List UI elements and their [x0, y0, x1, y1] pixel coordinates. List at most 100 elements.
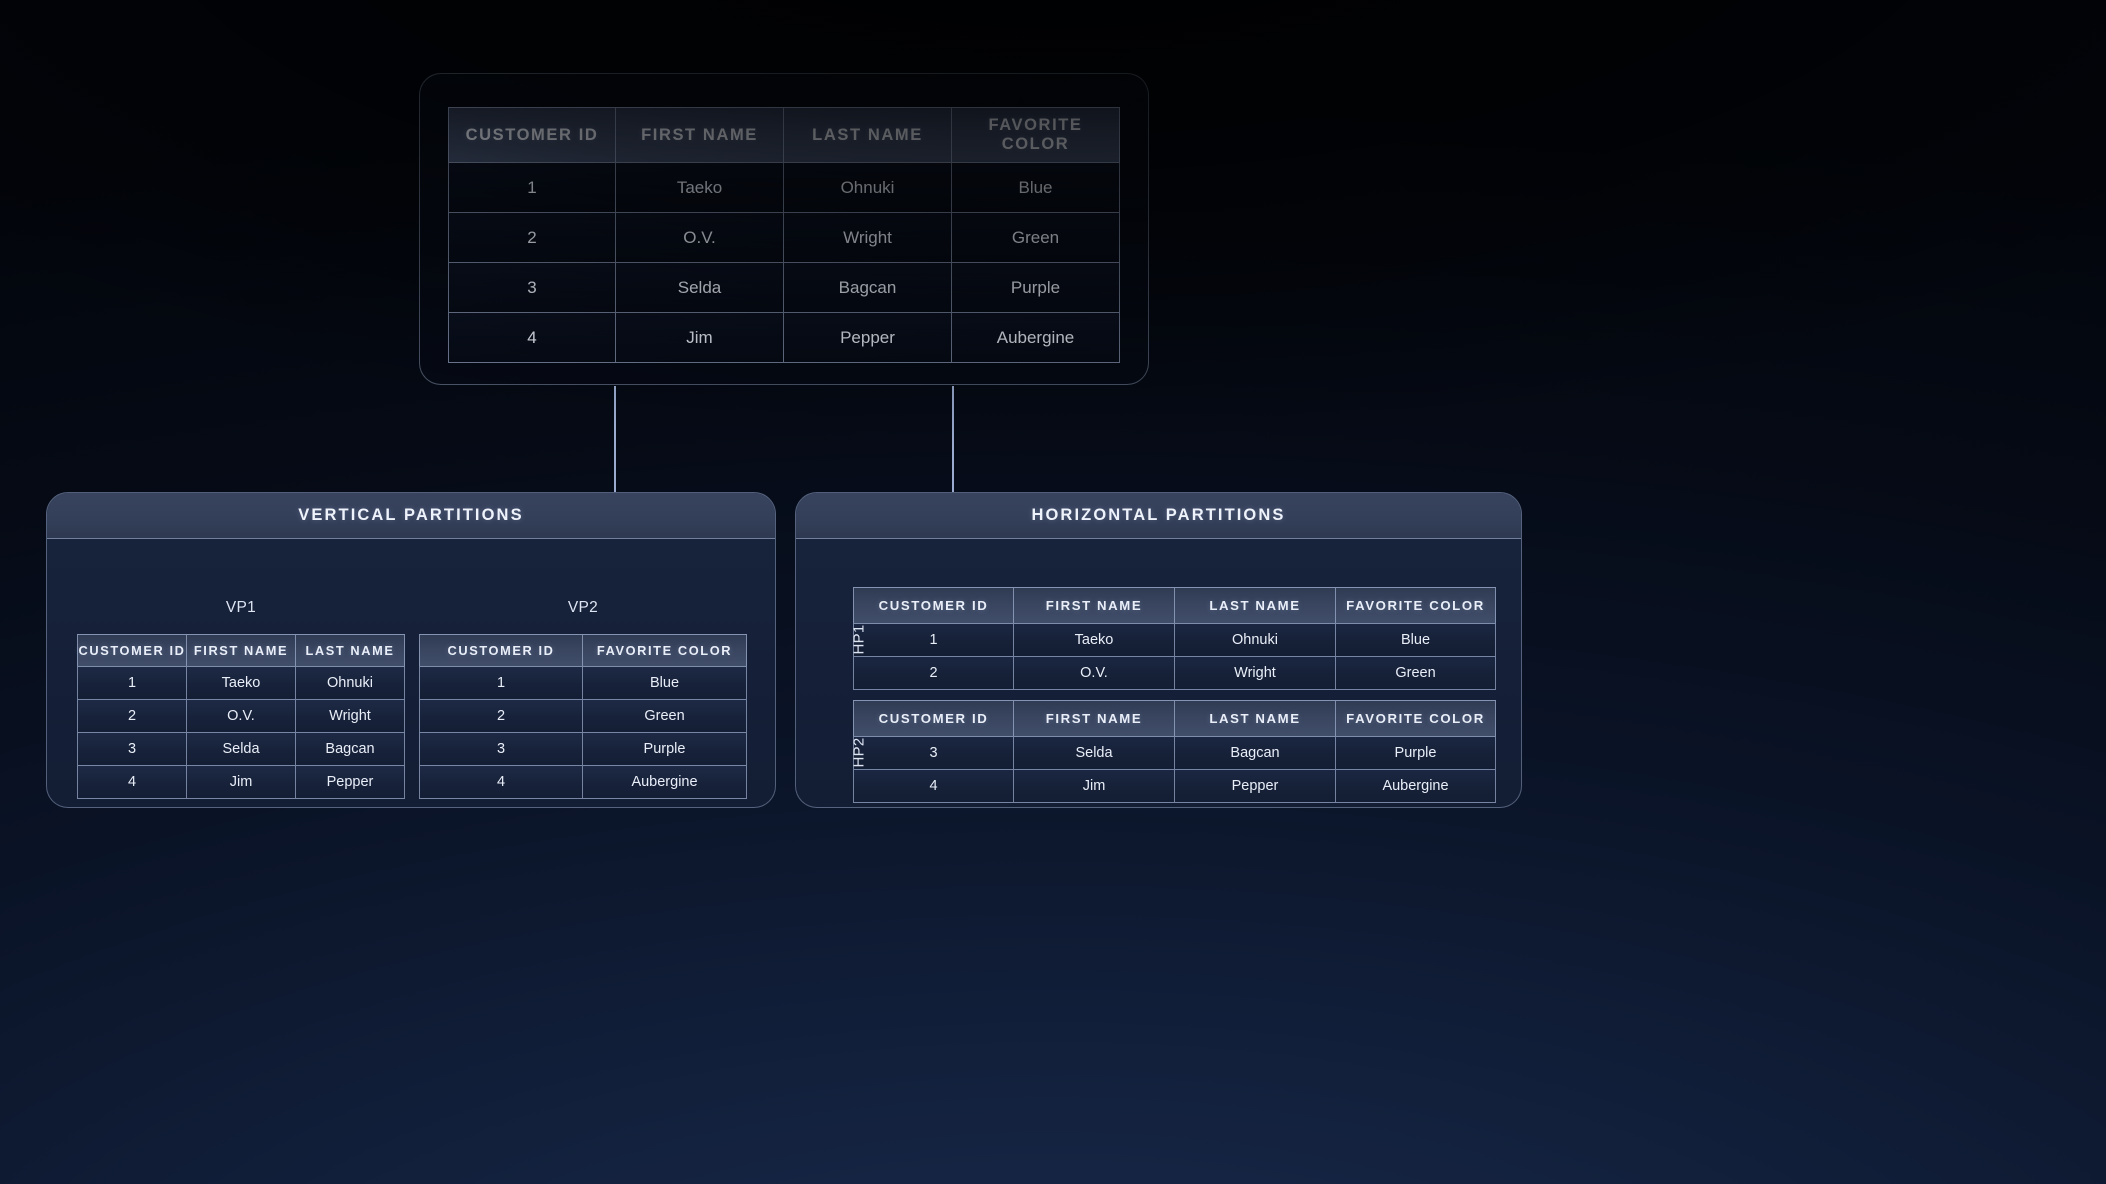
table-cell: 3 — [448, 263, 616, 313]
table-cell: Pepper — [784, 313, 952, 363]
source-table-panel: CUSTOMER ID FIRST NAME LAST NAME FAVORIT… — [419, 73, 1149, 385]
hp1-table: CUSTOMER ID FIRST NAME LAST NAME FAVORIT… — [853, 587, 1496, 690]
table-cell: Aubergine — [952, 313, 1120, 363]
horizontal-partitions-panel: HORIZONTAL PARTITIONS HP1 CUSTOMER ID FI… — [795, 492, 1522, 808]
table-cell: 4 — [419, 766, 583, 799]
table-header-row: CUSTOMER ID FAVORITE COLOR — [419, 634, 747, 667]
table-row: 4 Jim Pepper — [77, 766, 405, 799]
column-header: FAVORITE COLOR — [952, 107, 1120, 163]
column-header: CUSTOMER ID — [448, 107, 616, 163]
vp1-caption: VP1 — [225, 599, 257, 616]
table-cell: O.V. — [1014, 657, 1175, 690]
column-header: CUSTOMER ID — [77, 634, 187, 667]
table-cell: 1 — [448, 163, 616, 213]
vp1-table: CUSTOMER ID FIRST NAME LAST NAME 1 Taeko… — [77, 634, 405, 799]
table-cell: Green — [583, 700, 747, 733]
table-header-row: CUSTOMER ID FIRST NAME LAST NAME FAVORIT… — [448, 107, 1120, 163]
column-header: FAVORITE COLOR — [1336, 700, 1496, 737]
vp2-caption: VP2 — [567, 599, 599, 616]
table-cell: Bagcan — [296, 733, 405, 766]
table-cell: Jim — [1014, 770, 1175, 803]
table-cell: Aubergine — [1336, 770, 1496, 803]
vertical-partitions-panel: VERTICAL PARTITIONS VP1 CUSTOMER ID FIRS… — [46, 492, 776, 808]
hp2-block: HP2 CUSTOMER ID FIRST NAME LAST NAME FAV… — [850, 700, 1496, 803]
table-cell: 2 — [419, 700, 583, 733]
column-header: FIRST NAME — [1014, 700, 1175, 737]
table-cell: Selda — [187, 733, 296, 766]
table-cell: O.V. — [187, 700, 296, 733]
vertical-partitions-body: VP1 CUSTOMER ID FIRST NAME LAST NAME 1 T… — [47, 539, 775, 807]
table-cell: 1 — [419, 667, 583, 700]
horizontal-partitions-title: HORIZONTAL PARTITIONS — [796, 493, 1521, 539]
table-cell: Taeko — [616, 163, 784, 213]
table-cell: 2 — [448, 213, 616, 263]
table-row: 1 Blue — [419, 667, 747, 700]
table-cell: Wright — [296, 700, 405, 733]
hp2-label: HP2 — [850, 737, 868, 768]
table-row: 2 O.V. Wright Green — [853, 657, 1496, 690]
table-cell: Selda — [616, 263, 784, 313]
table-cell: 4 — [77, 766, 187, 799]
table-cell: 4 — [448, 313, 616, 363]
table-cell: 1 — [853, 624, 1014, 657]
table-cell: O.V. — [616, 213, 784, 263]
hp1-label: HP1 — [850, 624, 868, 655]
table-row: 1 Taeko Ohnuki — [77, 667, 405, 700]
hp2-table: CUSTOMER ID FIRST NAME LAST NAME FAVORIT… — [853, 700, 1496, 803]
vp2-table: CUSTOMER ID FAVORITE COLOR 1 Blue 2 Gree… — [419, 634, 747, 799]
table-cell: Purple — [1336, 737, 1496, 770]
table-cell: Ohnuki — [296, 667, 405, 700]
table-cell: 3 — [77, 733, 187, 766]
column-header: CUSTOMER ID — [419, 634, 583, 667]
table-row: 1 Taeko Ohnuki Blue — [853, 624, 1496, 657]
table-header-row: CUSTOMER ID FIRST NAME LAST NAME — [77, 634, 405, 667]
column-header: FIRST NAME — [187, 634, 296, 667]
source-table: CUSTOMER ID FIRST NAME LAST NAME FAVORIT… — [448, 107, 1120, 363]
table-cell: Pepper — [1175, 770, 1336, 803]
table-row: 4 Jim Pepper Aubergine — [853, 770, 1496, 803]
column-header: CUSTOMER ID — [853, 587, 1014, 624]
table-cell: Purple — [583, 733, 747, 766]
table-cell: 3 — [853, 737, 1014, 770]
table-cell: Taeko — [1014, 624, 1175, 657]
table-cell: 1 — [77, 667, 187, 700]
vertical-partitions-title: VERTICAL PARTITIONS — [47, 493, 775, 539]
table-row: 4 Jim Pepper Aubergine — [448, 313, 1120, 363]
table-cell: Ohnuki — [1175, 624, 1336, 657]
table-cell: Ohnuki — [784, 163, 952, 213]
table-cell: 2 — [853, 657, 1014, 690]
column-header: FAVORITE COLOR — [583, 634, 747, 667]
table-cell: Green — [952, 213, 1120, 263]
table-cell: Aubergine — [583, 766, 747, 799]
table-cell: Jim — [616, 313, 784, 363]
table-row: 1 Taeko Ohnuki Blue — [448, 163, 1120, 213]
table-row: 2 O.V. Wright — [77, 700, 405, 733]
table-cell: Green — [1336, 657, 1496, 690]
table-cell: Bagcan — [784, 263, 952, 313]
table-cell: Taeko — [187, 667, 296, 700]
table-row: 4 Aubergine — [419, 766, 747, 799]
table-header-row: CUSTOMER ID FIRST NAME LAST NAME FAVORIT… — [853, 587, 1496, 624]
table-row: 3 Purple — [419, 733, 747, 766]
column-header: LAST NAME — [1175, 587, 1336, 624]
column-header: LAST NAME — [296, 634, 405, 667]
table-cell: Selda — [1014, 737, 1175, 770]
table-row: 2 Green — [419, 700, 747, 733]
table-cell: Wright — [784, 213, 952, 263]
column-header: LAST NAME — [1175, 700, 1336, 737]
table-cell: 4 — [853, 770, 1014, 803]
column-header: FIRST NAME — [616, 107, 784, 163]
table-cell: Blue — [952, 163, 1120, 213]
table-cell: Wright — [1175, 657, 1336, 690]
table-cell: Pepper — [296, 766, 405, 799]
column-header: CUSTOMER ID — [853, 700, 1014, 737]
table-cell: Purple — [952, 263, 1120, 313]
column-header: LAST NAME — [784, 107, 952, 163]
table-row: 3 Selda Bagcan Purple — [853, 737, 1496, 770]
horizontal-partitions-body: HP1 CUSTOMER ID FIRST NAME LAST NAME FAV… — [796, 539, 1521, 807]
table-row: 2 O.V. Wright Green — [448, 213, 1120, 263]
table-cell: 3 — [419, 733, 583, 766]
table-header-row: CUSTOMER ID FIRST NAME LAST NAME FAVORIT… — [853, 700, 1496, 737]
table-cell: Jim — [187, 766, 296, 799]
